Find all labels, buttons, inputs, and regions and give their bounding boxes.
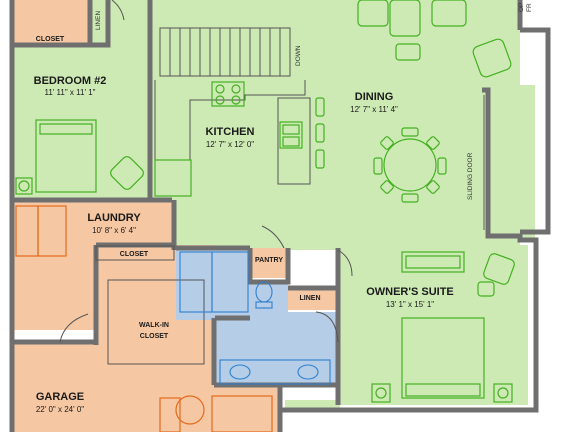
burner-3 bbox=[215, 95, 225, 105]
bed-suite bbox=[401, 317, 485, 399]
lamp-suite-left bbox=[375, 387, 387, 399]
owners-suite-dims: 13' 1" x 15' 1" bbox=[386, 300, 434, 309]
door-swing-linen bbox=[315, 311, 339, 343]
top-right-label-2: FR bbox=[526, 3, 533, 12]
dining-dims: 12' 7" x 11' 4" bbox=[350, 105, 398, 114]
kitchen-sink bbox=[279, 121, 303, 149]
dining-chair bbox=[401, 127, 419, 137]
chair-suite bbox=[483, 253, 515, 285]
bath-cabinet bbox=[211, 251, 249, 313]
furniture-orange bbox=[15, 205, 273, 432]
door-swing-suite bbox=[337, 249, 353, 277]
wall-pantry bbox=[247, 248, 291, 285]
bar-stool bbox=[315, 123, 325, 143]
sink-bowl-2 bbox=[282, 136, 300, 147]
door-swing-bath bbox=[261, 225, 285, 249]
stairs bbox=[159, 27, 291, 77]
bedroom2-title: BEDROOM #2 bbox=[34, 75, 107, 87]
dining-chair bbox=[437, 157, 447, 175]
furniture-blue bbox=[179, 251, 331, 385]
owners-suite-title: OWNER'S SUITE bbox=[366, 286, 454, 298]
dining-title: DINING bbox=[355, 91, 394, 103]
nightstand-suite-right bbox=[493, 383, 513, 403]
walkin-inner bbox=[107, 279, 205, 365]
garage-bin bbox=[159, 397, 181, 432]
linen-bath-floor bbox=[288, 288, 336, 310]
bed-suite-pillow bbox=[405, 383, 481, 397]
sofa-top bbox=[389, 0, 421, 37]
garage-title: GARAGE bbox=[36, 391, 84, 403]
laundry-counter bbox=[37, 205, 67, 257]
down-label: DOWN bbox=[295, 45, 302, 66]
nightstand-suite-left bbox=[371, 383, 391, 403]
stair-treads bbox=[169, 28, 281, 76]
dining-chair bbox=[426, 136, 440, 150]
linen-top-label: LINEN bbox=[95, 11, 102, 30]
bed-pillow bbox=[39, 123, 93, 135]
top-right-label-1: OP bbox=[518, 3, 525, 12]
outer-wall-right-lower bbox=[277, 87, 539, 432]
closet-top-floor bbox=[10, 0, 90, 45]
garage-shelf bbox=[211, 395, 273, 432]
kitchen-island bbox=[277, 97, 311, 185]
nightstand-bedroom2 bbox=[15, 177, 33, 195]
bedroom2-dims: 11' 11" x 11' 1" bbox=[45, 88, 96, 97]
bar-stool bbox=[315, 97, 325, 117]
walls bbox=[9, 0, 551, 432]
dining-chair bbox=[380, 180, 394, 194]
pantry-floor bbox=[252, 248, 288, 278]
bed-bedroom2 bbox=[35, 119, 97, 193]
dresser-top bbox=[405, 255, 461, 269]
laundry-title: LAUNDRY bbox=[87, 212, 141, 224]
dining-chair bbox=[380, 136, 394, 150]
sink-bowl-1 bbox=[282, 124, 300, 135]
labels: CLOSET LINEN DOWN SLIDING DOOR OP FR BED… bbox=[34, 3, 533, 414]
furniture-green bbox=[15, 0, 515, 403]
linen-bath-label: LINEN bbox=[300, 295, 321, 302]
vanity bbox=[219, 359, 331, 385]
burner-4 bbox=[231, 95, 241, 105]
bar-stool bbox=[315, 149, 325, 169]
sliding-door-label: SLIDING DOOR bbox=[467, 152, 474, 200]
door-swing-walkin bbox=[59, 313, 89, 343]
armchair-top-left bbox=[357, 0, 389, 27]
wall-linen-top bbox=[87, 0, 111, 48]
garage-dims: 22' 0" x 24' 0" bbox=[36, 405, 84, 414]
coffee-table-top bbox=[395, 43, 421, 61]
armchair-top-right bbox=[431, 0, 467, 27]
dresser-suite bbox=[401, 251, 465, 273]
kitchen-title: KITCHEN bbox=[206, 126, 255, 138]
toilet-tank bbox=[255, 301, 273, 309]
walkin-label-1: WALK-IN bbox=[139, 322, 169, 329]
chair-top-right bbox=[472, 38, 512, 78]
laundry-dims: 10' 8" x 6' 4" bbox=[92, 226, 136, 235]
laundry-closet bbox=[95, 245, 175, 261]
burner-2 bbox=[231, 84, 241, 94]
walkin-label-2: CLOSET bbox=[140, 333, 169, 340]
lamp-bedroom2 bbox=[18, 180, 30, 192]
vanity-sink-1 bbox=[229, 364, 251, 380]
refrigerator bbox=[154, 159, 192, 197]
burner-1 bbox=[215, 84, 225, 94]
chair-bedroom2 bbox=[110, 156, 144, 190]
outer-wall-right-step bbox=[520, 27, 551, 235]
closet-top-label: CLOSET bbox=[36, 36, 65, 43]
lamp-suite-right bbox=[497, 387, 509, 399]
dining-chair bbox=[426, 180, 440, 194]
dining-chair bbox=[373, 157, 383, 175]
pantry-label: PANTRY bbox=[255, 257, 283, 264]
laundry-closet-label: CLOSET bbox=[120, 251, 149, 258]
dining-chair bbox=[401, 193, 419, 203]
kitchen-range bbox=[211, 81, 245, 107]
dining-table bbox=[383, 138, 437, 192]
owners-suite-floor bbox=[338, 245, 528, 405]
vanity-sink-2 bbox=[297, 364, 319, 380]
ottoman-suite bbox=[477, 281, 495, 297]
door-swing-top bbox=[111, 0, 125, 21]
kitchen-dims: 12' 7" x 12' 0" bbox=[206, 140, 254, 149]
garage-bike-wheel bbox=[175, 395, 205, 425]
